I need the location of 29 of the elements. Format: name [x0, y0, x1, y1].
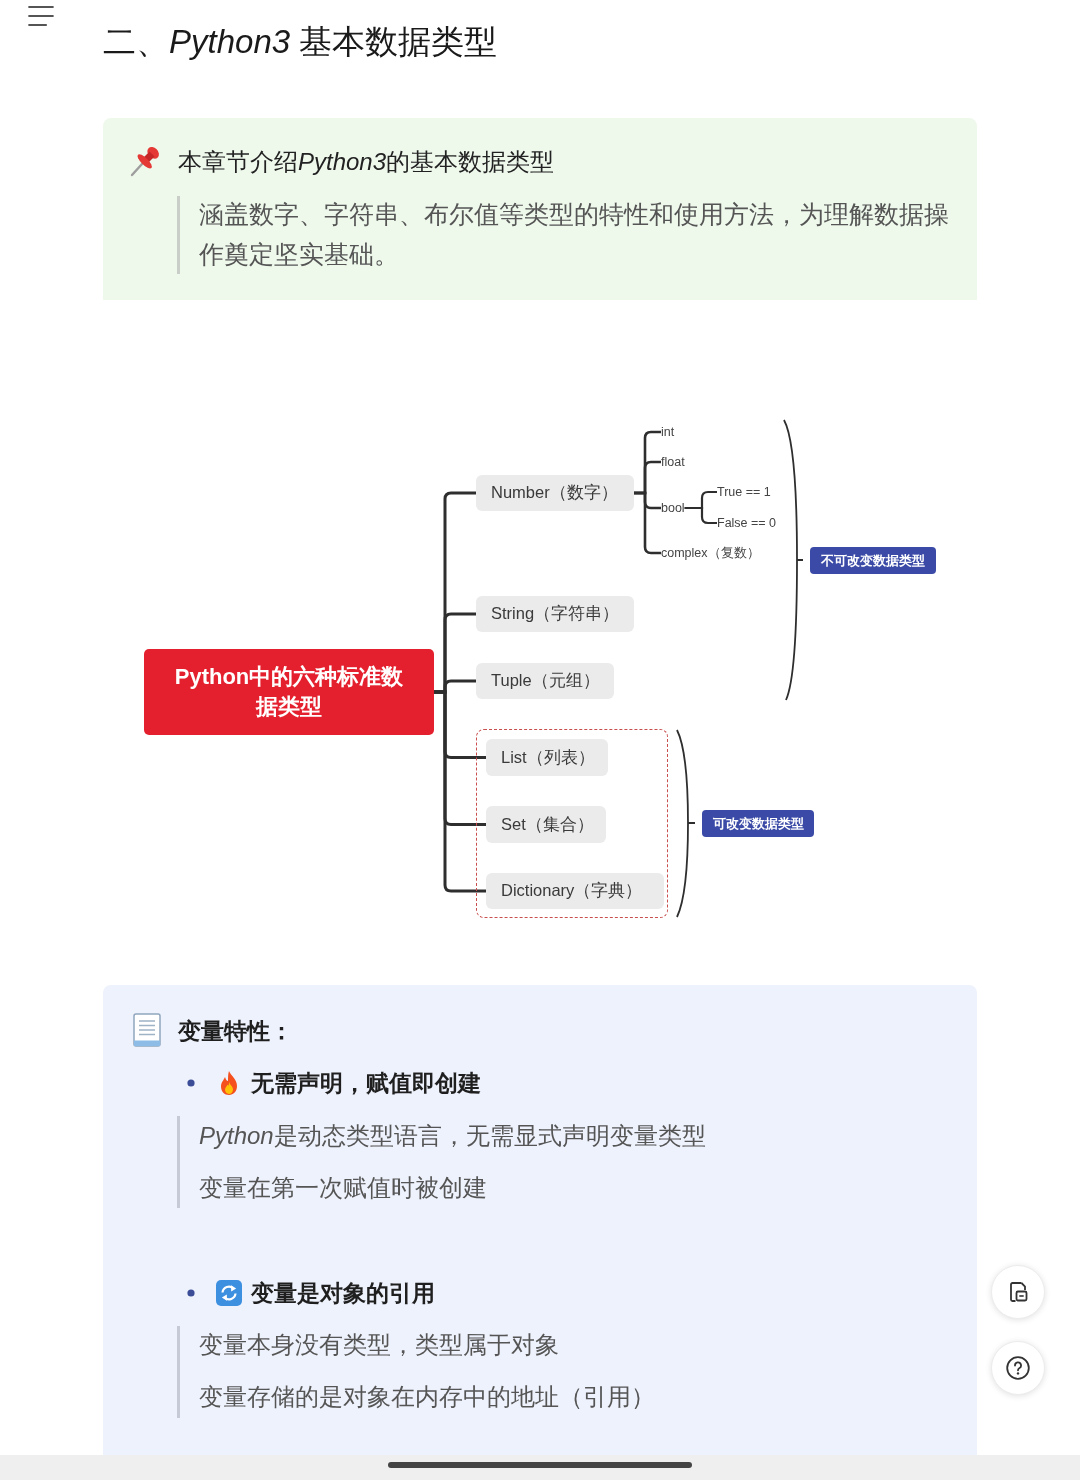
body-text: 变量本身没有类型，类型属于对象 — [199, 1330, 559, 1360]
summary-tag: 不可改变数据类型 — [810, 547, 936, 574]
topic-label: bool — [661, 499, 685, 517]
page-title: 二、Python3 基本数据类型 — [103, 22, 498, 62]
topic-label: int — [661, 423, 675, 441]
dashed-frame — [476, 729, 668, 918]
callout-card — [103, 985, 977, 1455]
section-heading: 变量特性： — [178, 1017, 293, 1046]
list-heading: 无需声明，赋值即创建 — [251, 1069, 481, 1098]
root-topic: Python中的六种标准数据类型 — [144, 649, 434, 735]
topic-label: False == 0 — [717, 514, 777, 532]
callout-text: 涵盖数字、字符串、布尔值等类型的特性和使用方法，为理解数据操作奠定坚实基础。 — [199, 200, 949, 270]
topic-box: String（字符串） — [476, 596, 634, 632]
summary-tag: 可改变数据类型 — [702, 810, 814, 837]
topic-label: complex（复数） — [661, 544, 760, 562]
body-text: 变量存储的是对象在内存中的地址（引用） — [199, 1382, 655, 1412]
topic-box: Number（数字） — [476, 475, 634, 511]
branch-line — [684, 506, 717, 525]
topic-box: Dictionary（字典） — [486, 873, 664, 909]
topic-box: Tuple（元组） — [476, 663, 614, 699]
callout-heading: 本章节介绍Python3的基本数据类型 — [178, 147, 555, 177]
topic-label: True == 1 — [717, 483, 771, 501]
topic-label: float — [661, 453, 685, 471]
body-text: 变量在第一次赋值时被创建 — [199, 1173, 487, 1203]
topic-box: List（列表） — [486, 739, 608, 776]
callout-card — [103, 118, 977, 300]
body-text: Python是动态类型语言，无需显式声明变量类型 — [199, 1121, 706, 1151]
list-heading: 变量是对象的引用 — [251, 1279, 435, 1308]
topic-box: Set（集合） — [486, 806, 606, 843]
